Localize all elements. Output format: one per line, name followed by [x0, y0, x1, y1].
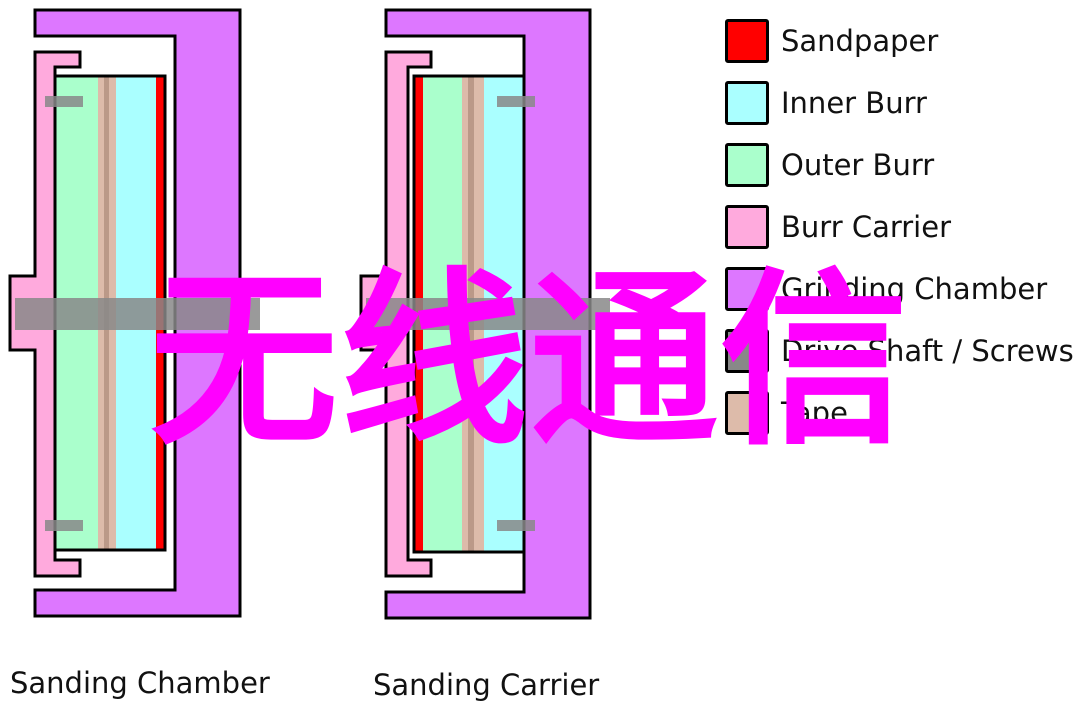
legend-label: Drive Shaft / Screws — [781, 334, 1074, 368]
caption-sanding-carrier: Sanding Carrier — [373, 668, 600, 702]
caption-sanding-chamber: Sanding Chamber — [10, 666, 270, 700]
legend-swatch — [725, 391, 769, 435]
legend-item-burr-carrier: Burr Carrier — [725, 203, 951, 251]
legend-label: Grinding Chamber — [781, 272, 1048, 306]
legend-item-sandpaper: Sandpaper — [725, 17, 938, 65]
drive-shaft-right — [366, 298, 610, 330]
screw-top-left — [45, 96, 83, 107]
grinding-chamber-right — [384, 8, 592, 620]
legend-swatch — [725, 205, 769, 249]
sanding-chamber-diagram — [8, 8, 260, 618]
legend-swatch — [725, 81, 769, 125]
grinding-chamber-left — [33, 8, 242, 618]
legend-item-drive-shaft: Drive Shaft / Screws — [725, 327, 1074, 375]
watermark-text: 无线通信 — [150, 252, 910, 471]
legend-label: Sandpaper — [781, 24, 939, 58]
drive-shaft-left — [15, 298, 260, 330]
legend-item-tape: Tape — [725, 389, 848, 437]
legend-label: Tape — [781, 396, 848, 430]
legend-swatch — [725, 267, 769, 311]
screw-bottom-right — [497, 520, 535, 531]
screw-top-right — [497, 96, 535, 107]
legend-swatch — [725, 19, 769, 63]
legend-label: Burr Carrier — [781, 210, 952, 244]
legend-label: Outer Burr — [781, 148, 935, 182]
legend-label: Inner Burr — [781, 86, 927, 120]
legend-item-inner-burr: Inner Burr — [725, 79, 927, 127]
sanding-carrier-diagram — [359, 8, 610, 620]
legend-swatch — [725, 329, 769, 373]
legend-item-grinding-chamber: Grinding Chamber — [725, 265, 1047, 313]
legend-swatch — [725, 143, 769, 187]
screw-bottom-left — [45, 520, 83, 531]
legend-item-outer-burr: Outer Burr — [725, 141, 934, 189]
